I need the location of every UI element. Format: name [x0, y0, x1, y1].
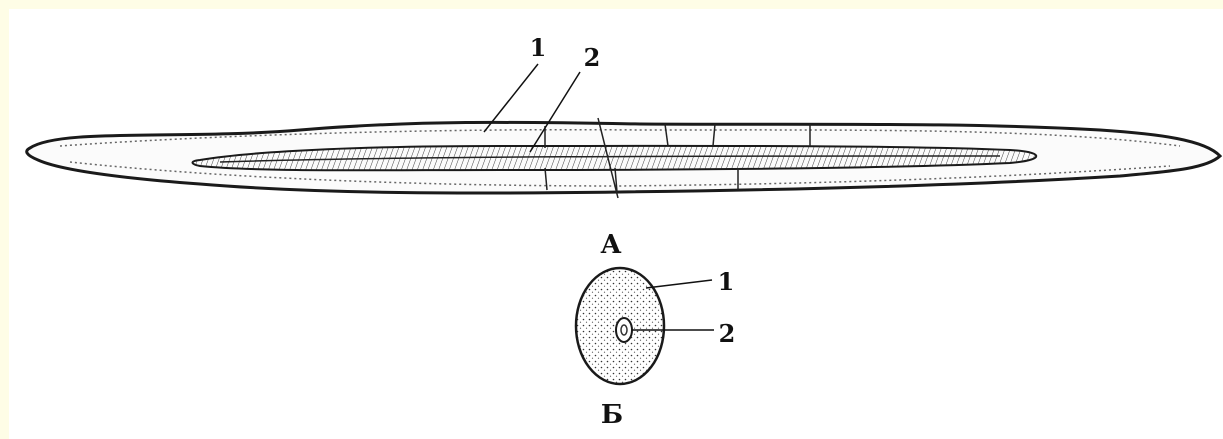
callout-label-2: 2: [584, 43, 601, 72]
inner-cylinder: [193, 146, 1037, 170]
callout-label-1: 1: [530, 33, 547, 62]
caption-b: Б: [601, 400, 623, 430]
cross-callout-label-1: 1: [718, 267, 735, 296]
cross-section: 1 2 Б: [576, 267, 735, 430]
cross-section-core: [621, 325, 627, 335]
cross-leader-1: [646, 280, 712, 288]
longitudinal-section: 1 2 А: [27, 33, 1220, 260]
cross-callout-label-2: 2: [719, 319, 736, 348]
caption-a: А: [600, 230, 621, 260]
